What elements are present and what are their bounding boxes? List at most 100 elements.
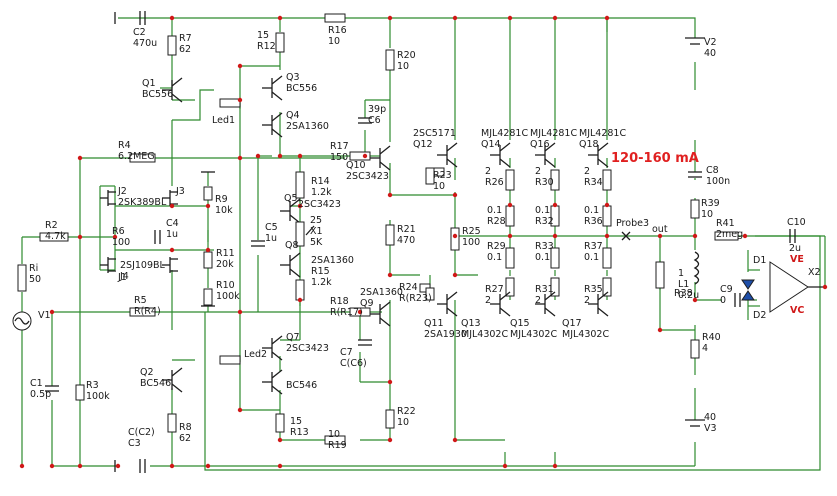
label-r22-0: R22 [397, 406, 416, 417]
label-r38-0: R38 [674, 288, 693, 299]
label-q6-0: 2SC3423 [298, 199, 341, 210]
label-x1-0: 25 [310, 215, 322, 226]
label-q9-1: Q9 [360, 298, 374, 309]
label-c3-1: C3 [128, 438, 141, 449]
label-q10-0: Q10 [346, 160, 366, 171]
junction-dots [19, 15, 828, 469]
label-r14-0: R14 [311, 176, 330, 187]
label-c9-0: C9 [720, 284, 733, 295]
label-x1-2: 5K [310, 237, 323, 248]
label-r14-1: 1.2k [311, 187, 332, 198]
label-r29-1: 0.1 [487, 252, 502, 263]
label-j3-0: J3 [175, 186, 185, 197]
label-q2-1: BC546 [140, 378, 171, 389]
label-v2-1: 40 [704, 48, 716, 59]
label-r21-0: R21 [397, 224, 416, 235]
label-c7-0: C7 [340, 347, 353, 358]
label-q4-1: 2SA1360 [286, 121, 329, 132]
label-c9-1: 0 [720, 295, 726, 306]
label-r13-0: 15 [290, 416, 302, 427]
label-q13-0: Q13 [461, 318, 481, 329]
label-c4-1: 1u [166, 229, 178, 240]
label-r18-0: R18 [330, 296, 349, 307]
label-q5-0: Q5 [284, 193, 298, 204]
label-ri-0: Ri [29, 263, 38, 274]
label-q18-0: MJL4281C [579, 128, 626, 139]
component-symbols [12, 11, 825, 473]
label-c1-0: C1 [30, 378, 43, 389]
label-r8-1: 62 [179, 433, 191, 444]
label-ve-0: VE [790, 254, 804, 265]
label-q14-0: MJL4281C [481, 128, 528, 139]
label-r30-0: 2 [535, 166, 541, 177]
label-r11-0: R11 [216, 248, 235, 259]
label-r10-0: R10 [216, 280, 235, 291]
label-d1-0: D1 [753, 255, 766, 266]
label-r19-0: 10 [328, 429, 340, 440]
label-q16-1: Q16 [530, 139, 550, 150]
label-j4-1: J4 [119, 271, 129, 282]
label-r32-1: R32 [535, 216, 554, 227]
label-r33-0: R33 [535, 241, 554, 252]
label-q11-1: 2SA1930 [424, 329, 467, 340]
label-v3-1: V3 [704, 423, 717, 434]
label-q14-1: Q14 [481, 139, 501, 150]
label-r34-1: R34 [584, 177, 603, 188]
label-q10-1: 2SC3423 [346, 171, 389, 182]
label-j4-0: 2SJ109BL [120, 260, 166, 271]
label-vc-0: VC [790, 305, 804, 316]
label-r2-0: R2 [45, 220, 58, 231]
label-v2-0: V2 [704, 37, 717, 48]
label-q17-0: Q17 [562, 318, 582, 329]
label-c4-0: C4 [166, 218, 179, 229]
label-r2-1: 4.7k [45, 231, 66, 242]
label-r3-0: R3 [86, 380, 99, 391]
label-r3-1: 100k [86, 391, 110, 402]
label-r40-1: 4 [702, 343, 708, 354]
label-ri-1: 50 [29, 274, 41, 285]
label-r23-1: 10 [433, 181, 445, 192]
label-q9-0: 2SA1360 [360, 287, 403, 298]
label-r12-0: 15 [257, 30, 269, 41]
label-r39-0: R39 [701, 198, 720, 209]
label-c2-0: C2 [133, 27, 146, 38]
label-led1-0: Led1 [212, 115, 235, 126]
label-v3-0: 40 [704, 412, 716, 423]
label-c3-0: C(C2) [128, 427, 155, 438]
label-r39-1: 10 [701, 209, 713, 220]
label-r12-1: R12 [257, 41, 276, 52]
label-r10-1: 100k [216, 291, 240, 302]
label-r23-0: R23 [433, 170, 452, 181]
label-r13-1: R13 [290, 427, 309, 438]
label-r27-0: R27 [485, 284, 504, 295]
label-x2-0: X2 [808, 267, 821, 278]
label-c8-1: 100n [706, 176, 730, 187]
label-q17-1: MJL4302C [562, 329, 609, 340]
label-r16-0: R16 [328, 25, 347, 36]
label-d2-0: D2 [753, 310, 766, 321]
label-r20-0: R20 [397, 50, 416, 61]
label-r26-1: R26 [485, 177, 504, 188]
label-r41-1: 2meg [716, 229, 743, 240]
label-probe3-0: Probe3 [616, 218, 649, 229]
label-r32-0: 0.1 [535, 205, 550, 216]
label-r20-1: 10 [397, 61, 409, 72]
label-r8-0: R8 [179, 422, 192, 433]
label-r34-0: 2 [584, 166, 590, 177]
label-j2-0: J2 [117, 186, 127, 197]
label-r25-0: R25 [462, 226, 481, 237]
label-r16-1: 10 [328, 36, 340, 47]
label-q13-1: MJL4302C [461, 329, 508, 340]
label-c5-0: C5 [265, 222, 278, 233]
label-q3-0: Q3 [286, 72, 300, 83]
label-q7-1: 2SC3423 [286, 343, 329, 354]
label-r15-1: R15 [311, 266, 330, 277]
label-c10v-0: 2u [789, 243, 801, 254]
label-c7-1: C(C6) [340, 358, 367, 369]
label-v1-0: V1 [38, 310, 51, 321]
label-c8-0: C8 [706, 165, 719, 176]
label-r21-1: 470 [397, 235, 415, 246]
label-q2-0: Q2 [140, 367, 154, 378]
